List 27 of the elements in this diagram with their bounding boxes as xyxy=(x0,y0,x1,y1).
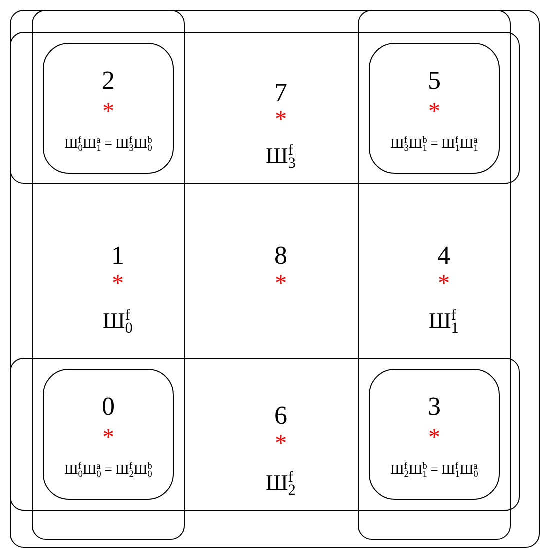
cell-number: 6 xyxy=(274,403,288,429)
rounded-box xyxy=(369,369,500,500)
cell-number: 7 xyxy=(274,80,288,106)
asterisk-mark: * xyxy=(102,100,116,124)
cell-number: 1 xyxy=(112,243,124,269)
asterisk-mark: * xyxy=(275,272,287,296)
rounded-box xyxy=(369,43,500,174)
asterisk-mark: * xyxy=(428,100,442,124)
cell-number: 4 xyxy=(438,243,450,269)
band-frame xyxy=(10,32,520,184)
band-frame xyxy=(10,358,520,511)
band-frame xyxy=(358,10,511,540)
asterisk-mark: * xyxy=(275,108,287,132)
cell-number: 5 xyxy=(427,68,442,94)
outer-frame xyxy=(10,10,540,548)
asterisk-mark: * xyxy=(438,272,450,296)
cell-number: 0 xyxy=(101,394,116,420)
asterisk-mark: * xyxy=(428,426,442,450)
asterisk-mark: * xyxy=(112,272,124,296)
cell-number: 2 xyxy=(101,68,116,94)
asterisk-mark: * xyxy=(275,432,287,456)
rounded-box xyxy=(43,369,174,500)
asterisk-mark: * xyxy=(102,426,116,450)
cell-number: 3 xyxy=(427,394,442,420)
band-frame xyxy=(32,10,185,540)
cell-number: 8 xyxy=(274,243,288,269)
rounded-box xyxy=(43,43,174,174)
